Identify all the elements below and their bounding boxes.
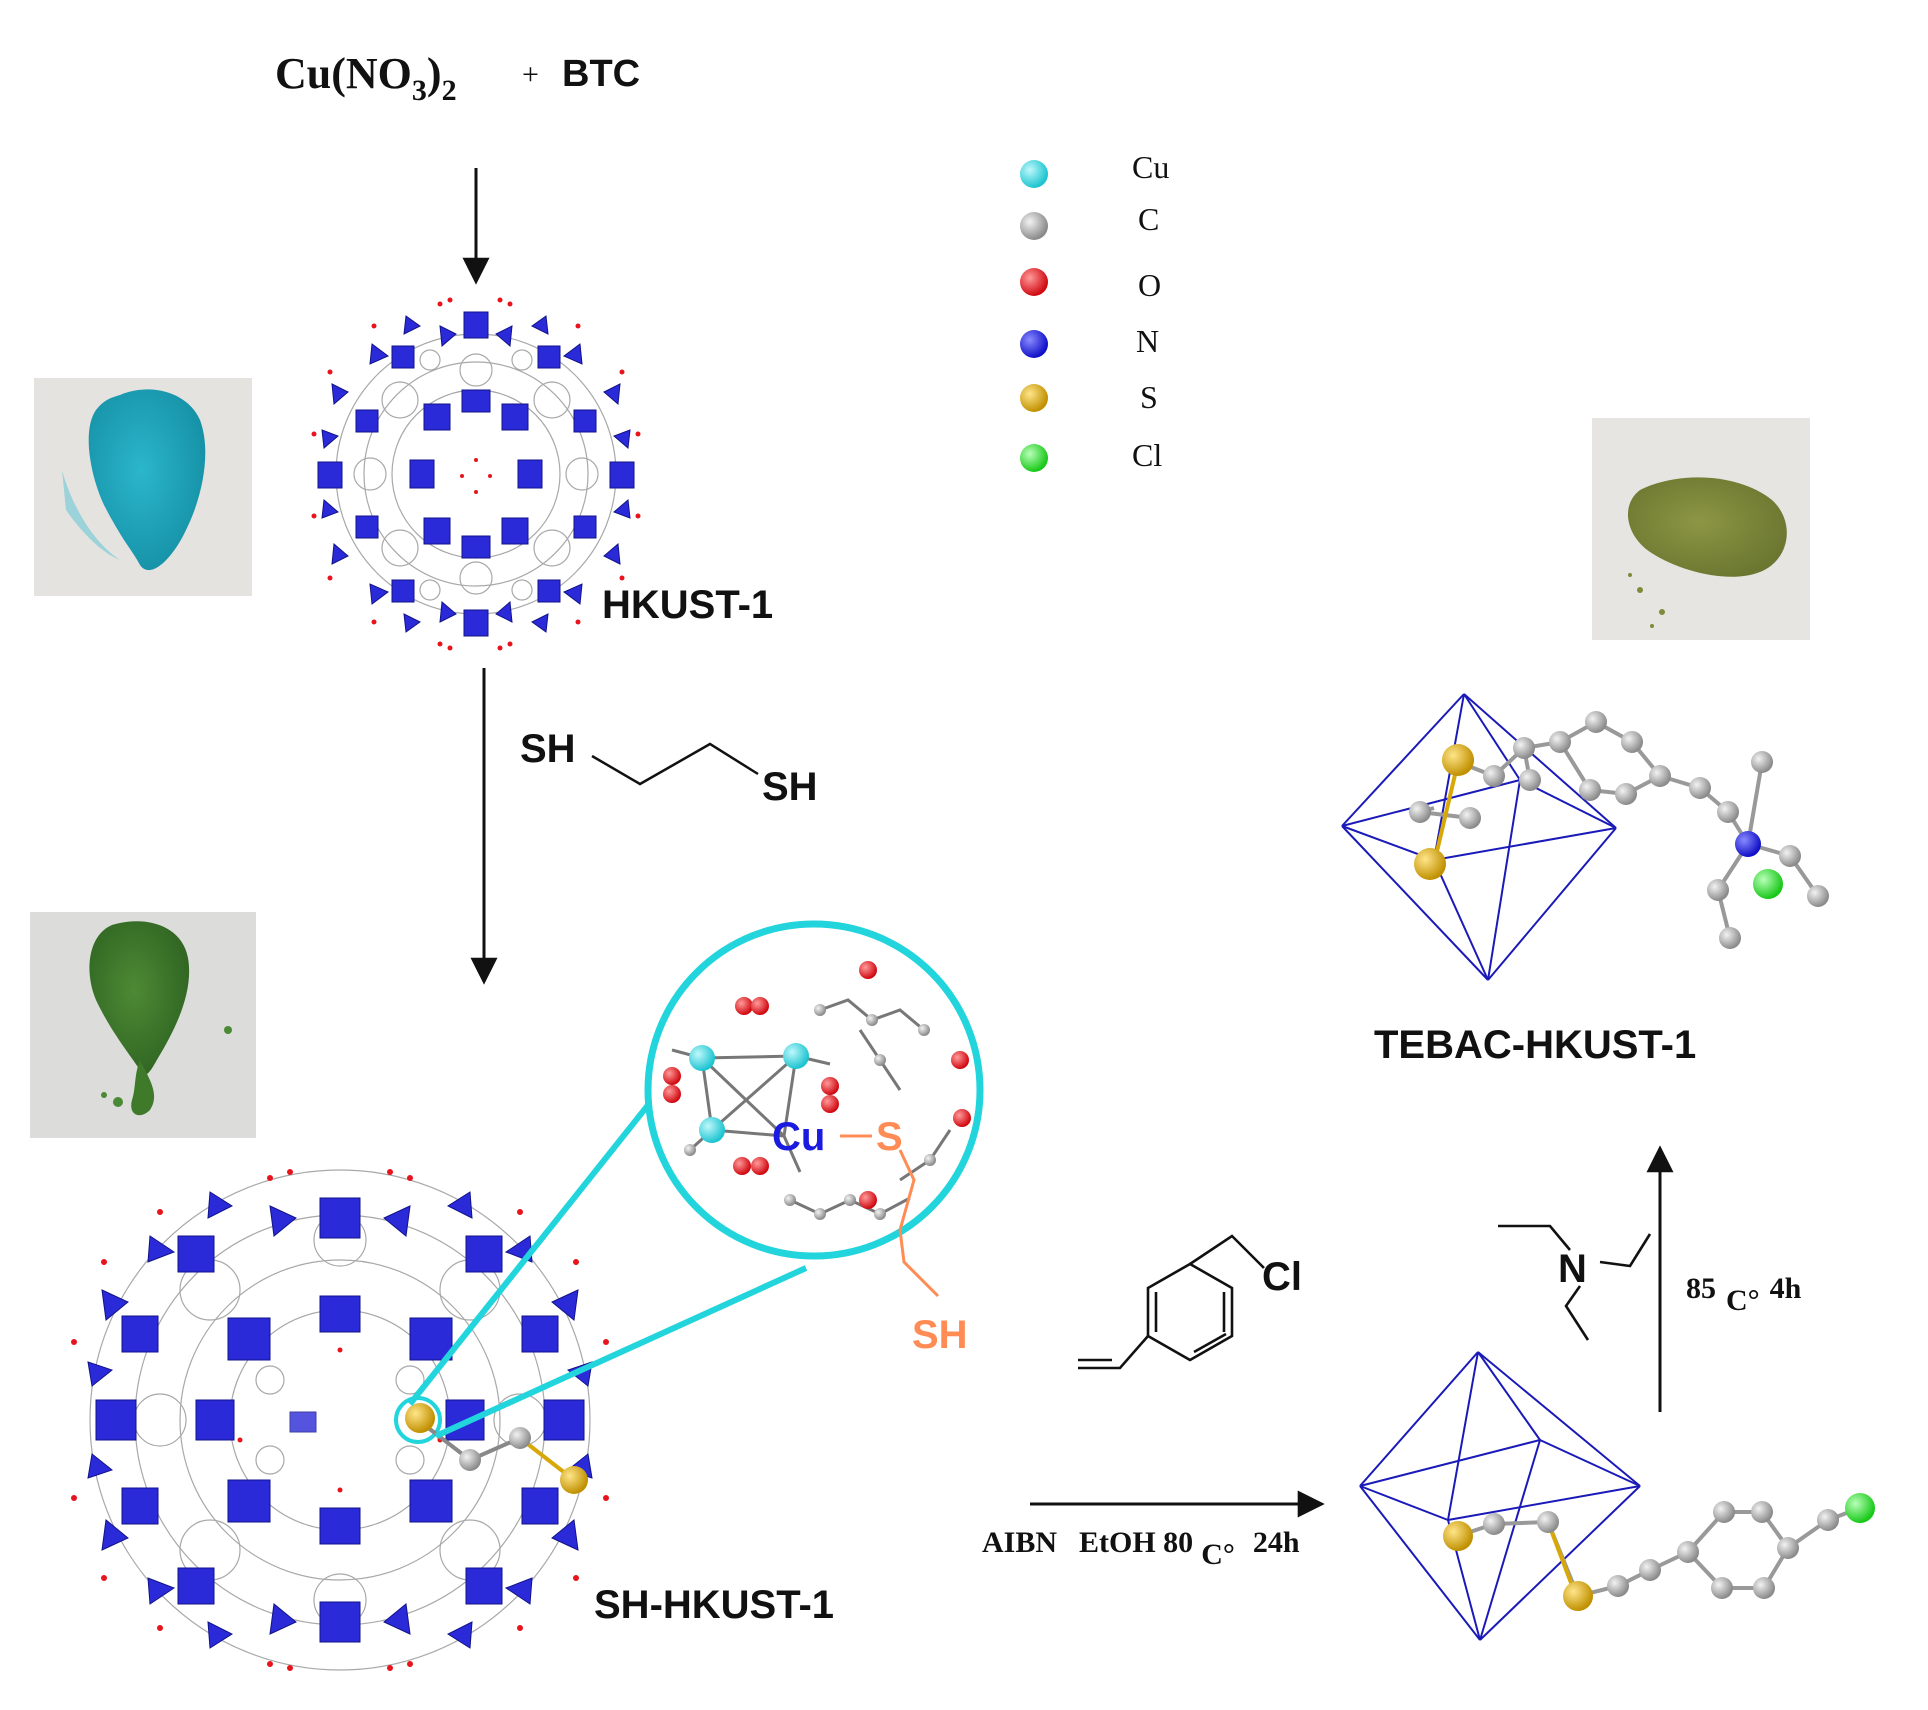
- cu-salt-close: ): [427, 49, 442, 98]
- zoom-atoms: [663, 961, 971, 1220]
- zoom-callout: Cu S SH: [407, 920, 984, 1439]
- legend-label-o: O: [1138, 267, 1161, 303]
- zoom-cu-label: Cu: [772, 1115, 825, 1159]
- cu-salt-text: Cu(NO: [275, 49, 412, 98]
- intermediate-structure: [1359, 1351, 1875, 1641]
- sh-hkust1-framework: SH-HKUST-1: [71, 1169, 834, 1671]
- step3-time-label: 4h: [1770, 1272, 1802, 1305]
- photo-hkust1-powder: [34, 378, 252, 596]
- zoom-s-label: S: [876, 1115, 903, 1159]
- tebac-octahedron: [1341, 693, 1617, 981]
- sh-hkust1-oxygen-dots: [71, 1169, 609, 1671]
- dithiol-sh-right: SH: [762, 765, 818, 809]
- tebac-hkust1-structure: TEBAC-HKUST-1: [1341, 693, 1829, 1067]
- ethanedithiol-structure: SH SH: [520, 727, 818, 809]
- svg-text:Cu(NO3)2: Cu(NO3)2: [275, 49, 457, 107]
- conditions-step3: 85 C° 4h: [1686, 1272, 1802, 1317]
- sh-hkust1-thiol-site: [394, 1396, 588, 1494]
- hkust1-label: HKUST-1: [602, 583, 773, 627]
- hkust1-cu-paddlewheels: [317, 311, 635, 637]
- zoom-sh-label: SH: [912, 1313, 968, 1357]
- sh-hkust1-label: SH-HKUST-1: [594, 1583, 834, 1627]
- aibn-label: AIBN: [982, 1526, 1057, 1559]
- intermediate-chain: [1457, 1506, 1861, 1599]
- step2-time-label: 24h: [1253, 1526, 1300, 1559]
- hkust1-oxygen-dots: [311, 297, 641, 651]
- legend-swatch-s: [1020, 384, 1048, 412]
- vinylbenzyl-chloride-structure: Cl: [1078, 1234, 1302, 1370]
- photo-tebac-hkust1-powder: [1592, 418, 1810, 640]
- btc-label: BTC: [562, 53, 640, 95]
- cu-salt-sub2: 2: [442, 74, 457, 107]
- atom-legend: Cu C O N S Cl: [1020, 149, 1169, 473]
- tebac-hkust1-label: TEBAC-HKUST-1: [1374, 1023, 1696, 1067]
- cu-salt-sub3: 3: [412, 74, 427, 107]
- etoh-temp-label: EtOH 80: [1079, 1526, 1193, 1559]
- legend-swatch-cl: [1020, 444, 1048, 472]
- legend-label-cl: Cl: [1132, 437, 1162, 473]
- reactants-formula: Cu(NO3)2 + BTC: [275, 49, 640, 107]
- zoom-ring: [644, 920, 984, 1260]
- dithiol-sh-left: SH: [520, 727, 576, 771]
- legend-label-cu: Cu: [1132, 149, 1169, 185]
- photo-sh-hkust1-powder: [30, 912, 256, 1138]
- legend-swatch-c: [1020, 212, 1048, 240]
- legend-swatch-cu: [1020, 160, 1048, 188]
- step3-degree-label: C°: [1726, 1284, 1760, 1317]
- hkust1-lattice: [335, 333, 617, 615]
- sh-hkust1-lattice: [89, 1169, 591, 1671]
- step2-degree-label: C°: [1201, 1538, 1235, 1571]
- legend-label-s: S: [1140, 379, 1158, 415]
- step3-temp-label: 85: [1686, 1272, 1716, 1305]
- triethylamine-structure: N: [1498, 1224, 1652, 1341]
- hkust1-framework: HKUST-1: [311, 297, 773, 651]
- sh-hkust1-cu-paddlewheels: [87, 1191, 593, 1649]
- legend-swatch-n: [1020, 330, 1048, 358]
- legend-label-n: N: [1136, 323, 1159, 359]
- legend-swatch-o: [1020, 268, 1048, 296]
- legend-label-c: C: [1138, 201, 1159, 237]
- vbc-cl-label: Cl: [1262, 1255, 1302, 1299]
- plus-sign: +: [522, 58, 539, 91]
- intermediate-octahedron: [1359, 1351, 1641, 1641]
- amine-n-label: N: [1558, 1247, 1587, 1291]
